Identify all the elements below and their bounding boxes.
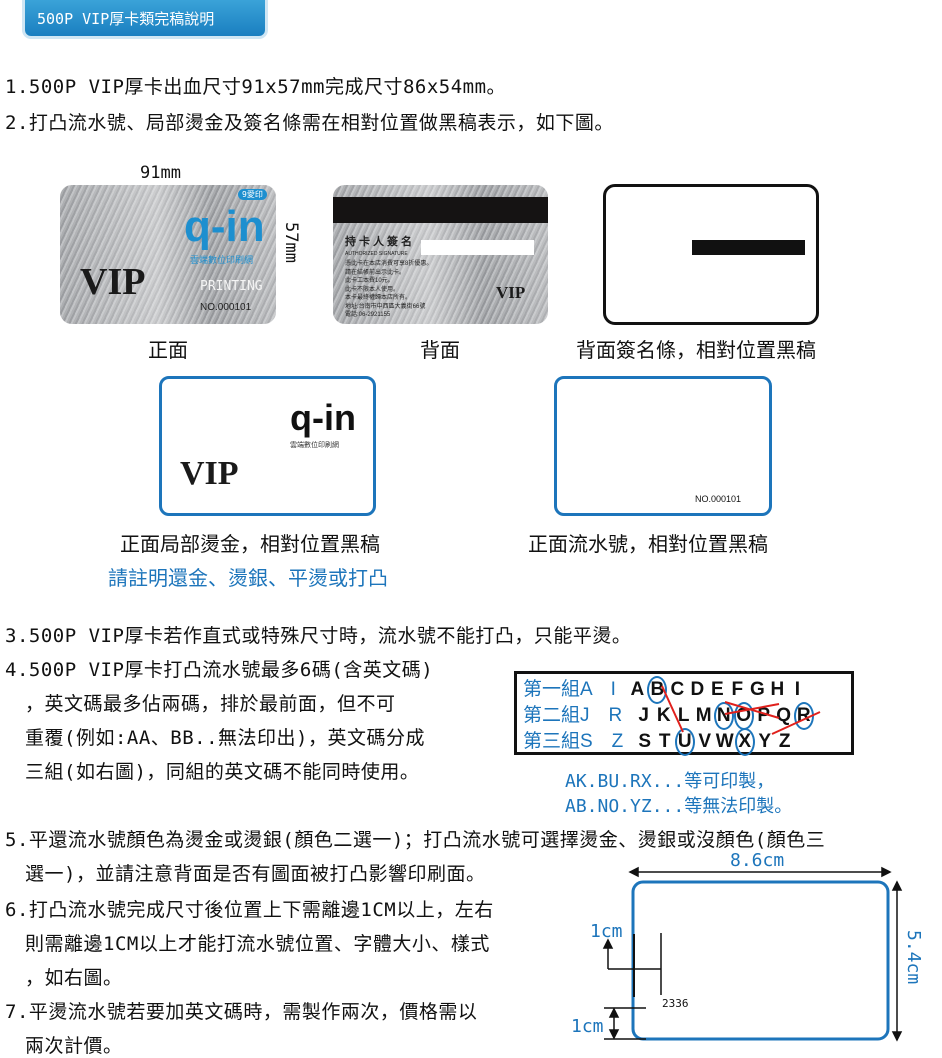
terms-line: 此卡工本費10元。 xyxy=(345,278,394,284)
printing-text: PRINTING xyxy=(200,279,263,294)
signature-title: 持卡人簽名 xyxy=(345,236,415,248)
letter-circled: X xyxy=(734,728,755,756)
terms-line: 請在結帳前出示此卡。 xyxy=(345,269,406,276)
letter: Q xyxy=(776,705,792,726)
terms-line: 電話:06-2921155 xyxy=(345,312,391,318)
note-5-cont: 選一)，並請注意背面是否有圖面被打凸影響印刷面。 xyxy=(25,863,486,885)
back-card-image: 持卡人簽名 AUTHORIZED SIGNATURE 憑此卡在本店消費可享8折優… xyxy=(333,185,548,324)
logo: q-in xyxy=(184,202,265,251)
logo-subtitle: 雲端數位印刷網 xyxy=(290,442,339,449)
sample-serial: 2336 xyxy=(662,997,689,1010)
foil-blackline-card: q-in 雲端數位印刷網 VIP xyxy=(159,376,376,516)
logo-subtitle: 雲端數位印刷網 xyxy=(190,255,254,265)
height-label: 5.4cm xyxy=(903,930,924,985)
letter: C xyxy=(670,679,685,700)
letter: I xyxy=(794,679,800,700)
caption-front: 正面 xyxy=(148,340,188,362)
margin-top-label: 1cm xyxy=(590,921,623,942)
letter: J xyxy=(638,705,649,726)
note-6-cont: ，如右圖。 xyxy=(25,967,123,989)
width-label: 91mm xyxy=(140,163,181,183)
letter: Y xyxy=(758,731,772,752)
note-2: 2.打凸流水號、局部燙金及簽名條需在相對位置做黑稿表示，如下圖。 xyxy=(5,112,614,134)
letter: T xyxy=(658,731,671,752)
note-4: 4.500P VIP厚卡打凸流水號最多6碼(含英文碼) xyxy=(5,659,434,681)
letter: G xyxy=(749,679,765,700)
letter: P xyxy=(757,705,771,726)
letter: L xyxy=(677,705,690,726)
letter: F xyxy=(731,679,744,700)
signature-blackline-card xyxy=(603,184,819,325)
note-4-cont: ，英文碼最多佔兩碼，排於最前面，但不可 xyxy=(25,693,396,715)
note-4-cont: 三組(如右圖)，同組的英文碼不能同時使用。 xyxy=(25,761,420,783)
magnetic-stripe xyxy=(333,197,548,223)
section-header: 500P VIP厚卡類完稿說明 xyxy=(25,0,265,36)
letter: V xyxy=(698,731,712,752)
letter: W xyxy=(715,731,734,752)
logo-badge: 9愛印 xyxy=(238,189,267,200)
letter: D xyxy=(690,679,705,700)
margin-bottom-label: 1cm xyxy=(571,1016,604,1037)
group-label: 第一組A I xyxy=(523,679,616,700)
position-diagram xyxy=(602,866,903,1042)
letter-circled: B xyxy=(647,676,668,704)
letter: K xyxy=(656,705,671,726)
caption-serial: 正面流水號，相對位置黑稿 xyxy=(528,534,768,556)
note-7-cont: 兩次計價。 xyxy=(25,1035,123,1057)
letter: S xyxy=(638,731,652,752)
letter: E xyxy=(711,679,724,700)
note-7: 7.平燙流水號若要加英文碼時，需製作兩次，價格需以 xyxy=(5,1001,478,1023)
width-label: 8.6cm xyxy=(730,850,785,871)
arrows-overlay xyxy=(661,685,821,735)
note-6-cont: 則需離邊1CM以上才能打流水號位置、字體大小、樣式 xyxy=(25,933,490,955)
arrow-b-u xyxy=(661,685,684,733)
front-card-image: q-in 9愛印 雲端數位印刷網 VIP PRINTING NO.000101 xyxy=(60,185,276,324)
group-ng-example: AB.NO.YZ...等無法印製。 xyxy=(565,796,793,817)
terms-line: 憑此卡在本店消費可享8折優惠。 xyxy=(345,261,433,267)
signature-strip xyxy=(421,240,534,255)
serial-number: NO.000101 xyxy=(695,494,742,504)
arrow-r-x xyxy=(771,711,821,735)
note-4-cont: 重覆(例如:AA、BB..無法印出)，英文碼分成 xyxy=(25,727,425,749)
back-terms: 憑此卡在本店消費可享8折優惠。 請在結帳前出示此卡。 此卡工本費10元。 此卡不… xyxy=(345,260,432,320)
letter: Z xyxy=(778,731,791,752)
height-label: 57mm xyxy=(281,222,301,263)
vip-text: VIP xyxy=(80,261,146,303)
terms-line: 此卡不限本人使用。 xyxy=(345,286,400,293)
letter: M xyxy=(695,705,712,726)
letter: A xyxy=(630,679,645,700)
terms-line: 本卡最終權歸本店所有。 xyxy=(345,295,412,301)
group-label: 第二組J R xyxy=(523,705,623,726)
note-5: 5.平還流水號顏色為燙金或燙銀(顏色二選一)；打凸流水號可選擇燙金、燙銀或沒顏色… xyxy=(5,829,826,851)
letter: H xyxy=(770,679,785,700)
cross-line xyxy=(724,701,780,719)
serial-number: NO.000101 xyxy=(200,302,252,313)
serial-blackline-card: NO.000101 xyxy=(554,376,772,516)
note-1: 1.500P VIP厚卡出血尺寸91x57mm完成尺寸86x54mm。 xyxy=(5,76,507,98)
caption-back: 背面 xyxy=(420,340,460,362)
caption-foil-note: 請註明還金、燙銀、平燙或打凸 xyxy=(108,568,388,590)
logo-black: q-in xyxy=(290,397,356,438)
signature-subtitle: AUTHORIZED SIGNATURE xyxy=(345,251,408,257)
letter-circled: U xyxy=(674,728,695,756)
terms-line: 地址:台南市中西區大義街66號 xyxy=(345,303,426,310)
group-ok-example: AK.BU.RX...等可印製， xyxy=(565,771,775,792)
vip-text: VIP xyxy=(180,455,239,492)
signature-blackline xyxy=(692,240,805,255)
caption-signature: 背面簽名條，相對位置黑稿 xyxy=(576,340,816,362)
caption-foil: 正面局部燙金，相對位置黑稿 xyxy=(120,534,380,556)
letter-circled: N xyxy=(713,702,734,730)
note-6: 6.打凸流水號完成尺寸後位置上下需離邊1CM以上，左右 xyxy=(5,899,494,921)
note-3: 3.500P VIP厚卡若作直式或特殊尺寸時，流水號不能打凸，只能平燙。 xyxy=(5,625,632,647)
group-label: 第三組S Z xyxy=(523,731,624,752)
card-outline xyxy=(631,880,890,1041)
vip-text: VIP xyxy=(496,283,526,302)
